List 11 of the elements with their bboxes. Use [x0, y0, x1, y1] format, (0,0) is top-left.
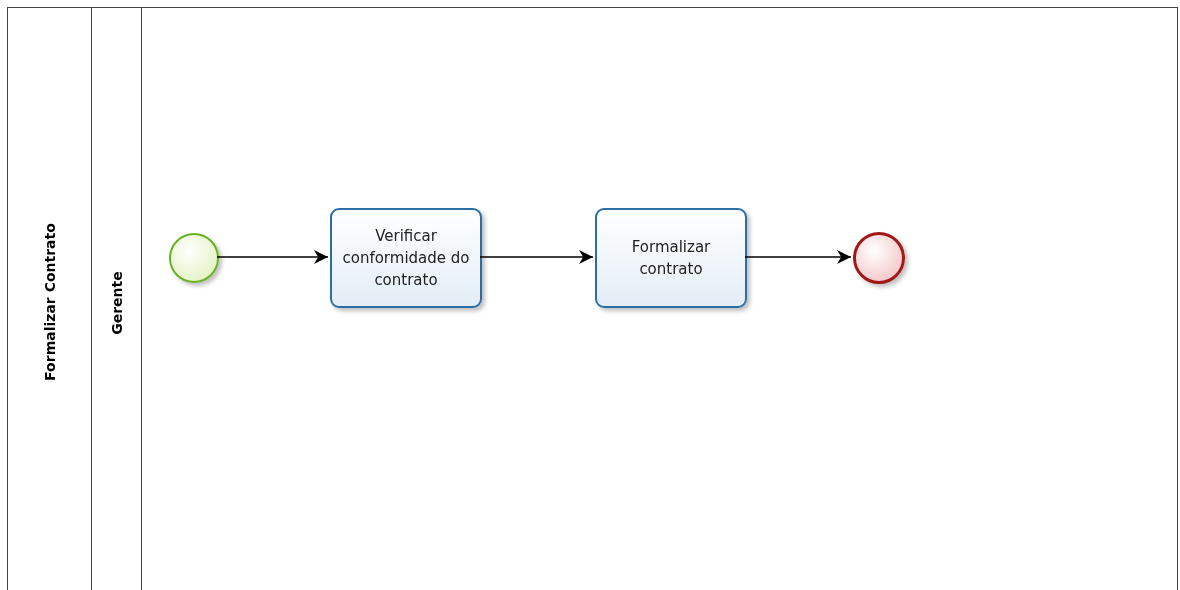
task-label: Formalizar contrato — [630, 237, 712, 280]
task-box — [330, 208, 482, 308]
pool-label: Formalizar Contrato — [41, 223, 58, 381]
sequence-flow-arrow — [744, 250, 852, 264]
end-event-circle — [853, 232, 905, 284]
sequence-flow-arrow — [216, 250, 329, 264]
task-label: Verificar conformidade do contrato — [341, 226, 471, 291]
lane-label: Gerente — [108, 271, 125, 335]
task-box — [595, 208, 747, 308]
sequence-flow-arrow — [479, 250, 594, 264]
start-event-circle — [169, 233, 219, 283]
